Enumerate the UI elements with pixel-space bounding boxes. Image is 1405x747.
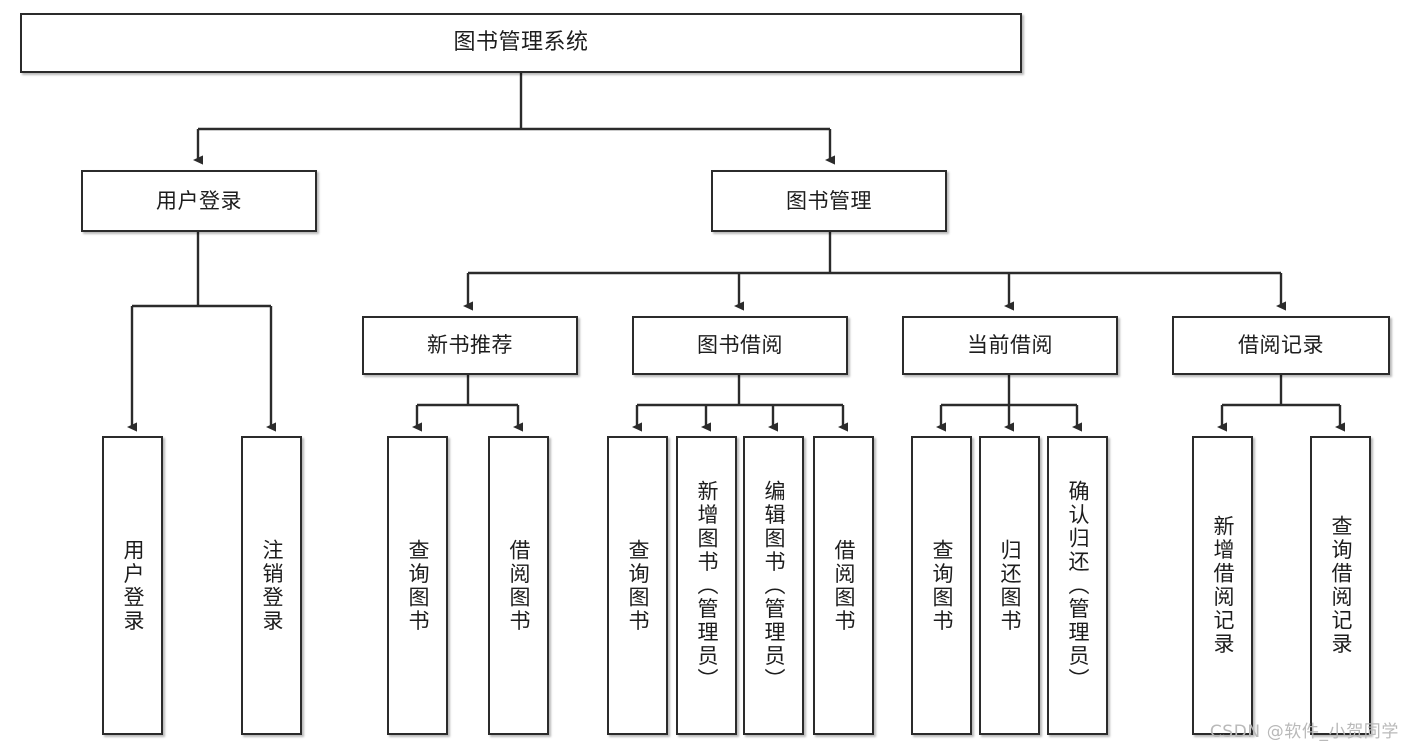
leaf-add-book[interactable]: 新增图书（管理员）	[676, 436, 737, 735]
node-label: 借阅图书	[507, 538, 531, 633]
node-label: 查询图书	[930, 538, 954, 633]
node-label: 图书管理系统	[453, 30, 589, 56]
leaf-borrow-book-borrow[interactable]: 借阅图书	[813, 436, 874, 735]
node-label: 用户登录	[156, 188, 242, 213]
leaf-query-book-borrow[interactable]: 查询图书	[607, 436, 668, 735]
leaf-query-book-recommend[interactable]: 查询图书	[387, 436, 448, 735]
node-label: 新增图书（管理员）	[695, 479, 719, 692]
node-book-borrow[interactable]: 图书借阅	[632, 316, 848, 375]
node-root-system[interactable]: 图书管理系统	[20, 13, 1022, 73]
leaf-add-borrow-record[interactable]: 新增借阅记录	[1192, 436, 1253, 735]
node-borrow-record[interactable]: 借阅记录	[1172, 316, 1390, 375]
node-label: 当前借阅	[967, 333, 1053, 358]
leaf-user-login[interactable]: 用户登录	[102, 436, 163, 735]
node-label: 图书管理	[786, 188, 872, 213]
node-label: 图书借阅	[697, 333, 783, 358]
node-label: 新增借阅记录	[1211, 515, 1235, 656]
node-label: 查询借阅记录	[1329, 515, 1353, 656]
node-user-login[interactable]: 用户登录	[81, 170, 317, 232]
leaf-confirm-return[interactable]: 确认归还（管理员）	[1047, 436, 1108, 735]
node-label: 编辑图书（管理员）	[762, 479, 786, 692]
node-label: 查询图书	[626, 538, 650, 633]
leaf-borrow-book-recommend[interactable]: 借阅图书	[488, 436, 549, 735]
node-label: 注销登录	[260, 538, 284, 633]
node-current-borrow[interactable]: 当前借阅	[902, 316, 1118, 375]
node-label: 归还图书	[998, 538, 1022, 633]
watermark-csdn: CSDN @软件_小贺同学	[1209, 722, 1399, 742]
node-label: 借阅记录	[1238, 333, 1324, 358]
node-new-book-recommend[interactable]: 新书推荐	[362, 316, 578, 375]
leaf-query-book-current[interactable]: 查询图书	[911, 436, 972, 735]
node-book-manage[interactable]: 图书管理	[711, 170, 947, 232]
leaf-logout-login[interactable]: 注销登录	[241, 436, 302, 735]
node-label: 用户登录	[121, 538, 145, 633]
node-label: 借阅图书	[832, 538, 856, 633]
leaf-query-borrow-record[interactable]: 查询借阅记录	[1310, 436, 1371, 735]
node-label: 确认归还（管理员）	[1066, 479, 1090, 692]
node-label: 新书推荐	[427, 333, 513, 358]
leaf-edit-book[interactable]: 编辑图书（管理员）	[743, 436, 804, 735]
leaf-return-book[interactable]: 归还图书	[979, 436, 1040, 735]
node-label: 查询图书	[406, 538, 430, 633]
